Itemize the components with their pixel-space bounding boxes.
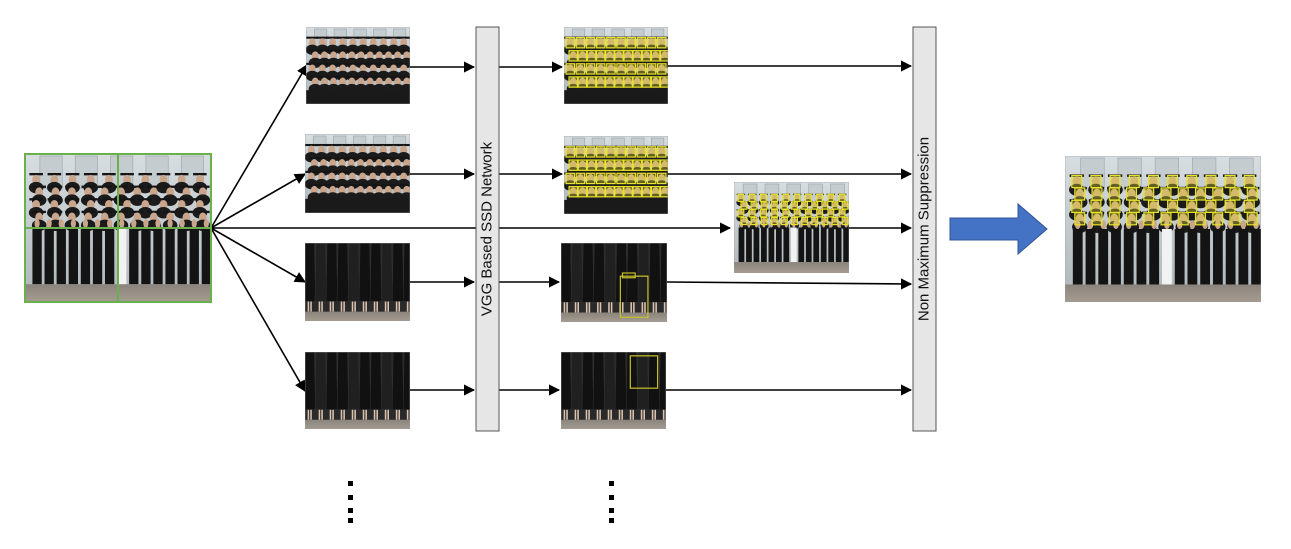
detection-image-3 <box>561 243 667 322</box>
vgg-network-label: VGG Based SSD Network <box>478 141 495 316</box>
crop-image-3 <box>305 243 410 321</box>
crop-image-2 <box>305 134 410 213</box>
crop-image-1 <box>306 27 410 104</box>
detection-image-4 <box>561 352 666 429</box>
detection-image-2 <box>564 136 668 214</box>
crop-ellipsis-icon <box>348 481 353 523</box>
detection-image-1 <box>564 27 668 104</box>
crop-image-4 <box>305 352 410 429</box>
output-arrow <box>949 202 1048 256</box>
nms-label: Non Maximum Suppression <box>915 137 932 321</box>
input-image <box>24 153 212 303</box>
nms-block: Non Maximum Suppression <box>912 26 937 432</box>
detection-ellipsis-icon <box>609 481 614 523</box>
vgg-network-block: VGG Based SSD Network <box>475 26 500 432</box>
connector-arrows <box>210 60 913 396</box>
output-image <box>1065 156 1261 302</box>
full-image-detection <box>734 182 849 273</box>
